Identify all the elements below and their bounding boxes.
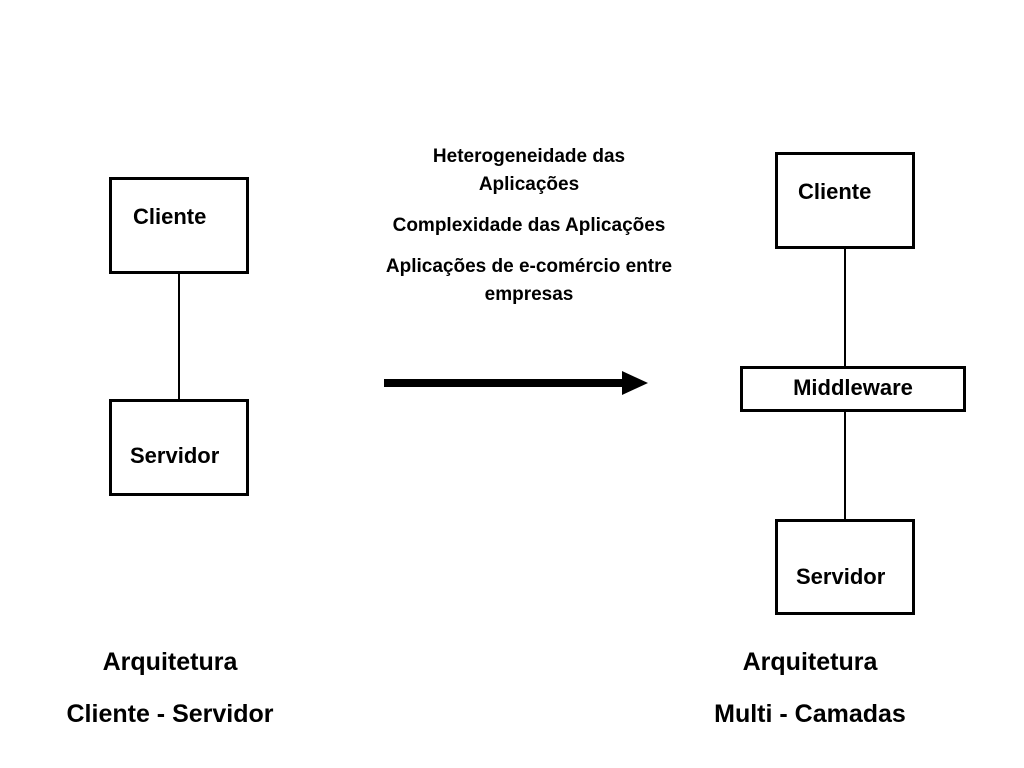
right-lower-connector-line <box>844 412 846 519</box>
right-upper-connector-line <box>844 249 846 366</box>
right-caption-line2: Multi - Camadas <box>714 700 906 728</box>
middleware-box <box>740 366 966 412</box>
arrow-head <box>622 371 648 395</box>
arrow-shaft <box>384 379 626 387</box>
evolution-drivers: Heterogeneidade das Aplicações Complexid… <box>350 143 708 322</box>
right-server-box <box>775 519 915 615</box>
right-client-label: Cliente <box>798 179 872 204</box>
right-caption-line1: Arquitetura <box>742 648 878 676</box>
left-caption-line1: Arquitetura <box>102 648 238 676</box>
driver-heterogeneity: Heterogeneidade das Aplicações <box>432 146 626 195</box>
right-caption: Arquitetura Multi - Camadas <box>660 636 960 740</box>
left-client-label: Cliente <box>133 204 207 229</box>
right-client-box <box>775 152 915 249</box>
right-server-label: Servidor <box>796 564 886 589</box>
left-server-label: Servidor <box>130 443 220 468</box>
left-caption: Arquitetura Cliente - Servidor <box>20 636 320 740</box>
left-caption-line2: Cliente - Servidor <box>66 700 274 728</box>
driver-complexity: Complexidade das Aplicações <box>392 215 666 236</box>
left-client-box <box>109 177 249 274</box>
transition-arrow <box>384 371 648 395</box>
driver-ecommerce: Aplicações de e-comércio entre empresas <box>385 256 673 305</box>
left-server-box <box>109 399 249 496</box>
middleware-label: Middleware <box>793 375 913 400</box>
left-connector-line <box>178 274 180 399</box>
